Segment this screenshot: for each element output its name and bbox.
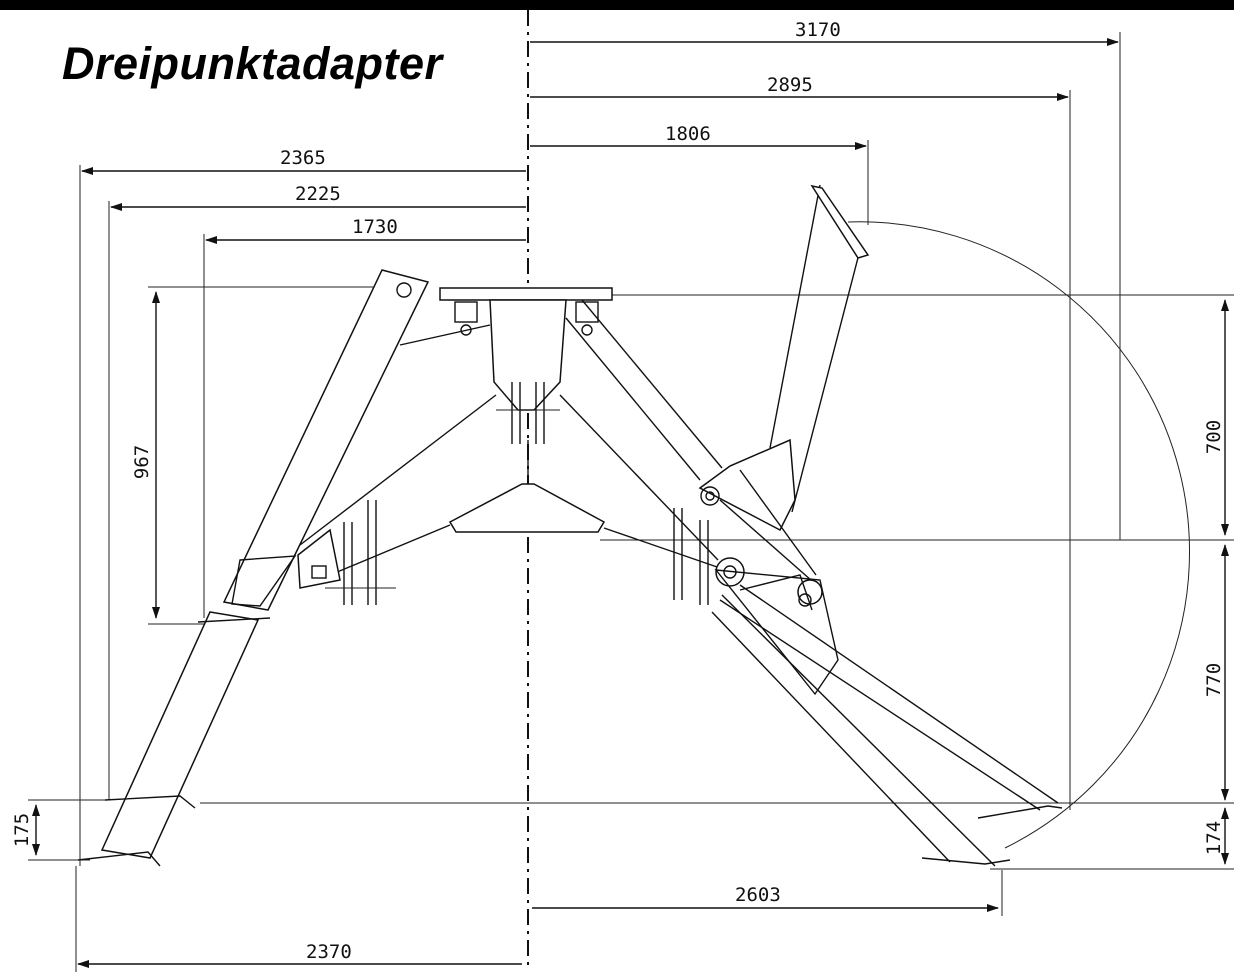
top-mount-plate [439,287,613,444]
right-upper-arm [565,184,870,589]
dim-2603: 2603 [532,870,1003,916]
dim-967: 967 [131,286,400,625]
svg-text:1806: 1806 [665,123,711,145]
dim-2895: 2895 [530,74,1071,810]
dim-700: 700 [600,294,1234,541]
dim-174: 174 [200,802,1234,870]
drawing-title: Dreipunktadapter [62,38,443,89]
center-plate [448,440,606,533]
dim-2225: 2225 [108,183,526,800]
svg-text:2225: 2225 [295,183,341,205]
top-frame-bar [0,0,1234,10]
dim-1730: 1730 [203,216,526,618]
svg-text:770: 770 [1203,663,1225,697]
swing-arc [847,221,1190,849]
dim-1806: 1806 [530,123,869,225]
svg-text:174: 174 [1203,821,1225,855]
svg-text:2365: 2365 [280,147,326,169]
right-pivot-assembly [711,557,1063,867]
left-leg [77,269,430,867]
dim-2370: 2370 [75,866,522,972]
svg-text:967: 967 [131,445,153,479]
left-bracing [297,324,497,605]
svg-text:2895: 2895 [767,74,813,96]
dim-2365: 2365 [79,147,526,866]
svg-text:175: 175 [11,813,33,847]
dim-3170: 3170 [530,19,1121,540]
svg-text:2603: 2603 [735,884,781,906]
dim-175: 175 [11,799,110,861]
dim-770: 770 [1203,544,1229,801]
svg-text:3170: 3170 [795,19,841,41]
right-bracing [559,394,721,605]
svg-text:1730: 1730 [352,216,398,238]
svg-text:2370: 2370 [306,941,352,963]
svg-text:700: 700 [1203,420,1225,454]
